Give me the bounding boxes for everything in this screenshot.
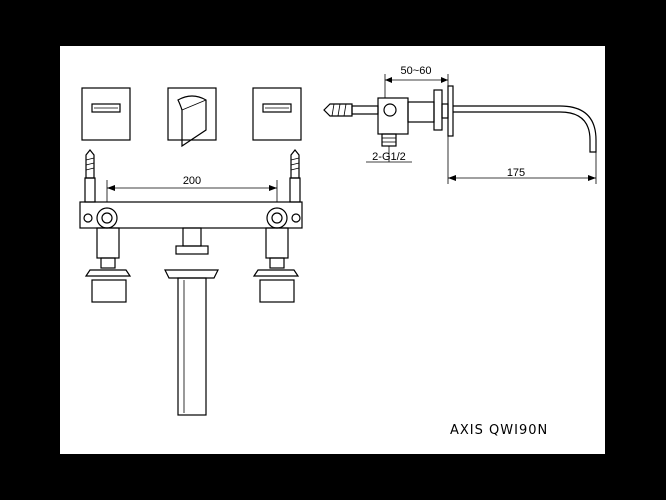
spout-plate — [167, 87, 217, 148]
depth-label: 50~60 — [401, 65, 432, 77]
depth-dimension — [384, 74, 449, 98]
right-handle-plate — [252, 87, 302, 141]
front-installation-view — [79, 149, 303, 416]
model-label: AXIS QWI90N — [450, 423, 549, 438]
reach-dimension — [447, 136, 597, 184]
spacing-label: 200 — [183, 175, 201, 187]
side-installation-view — [323, 85, 597, 153]
reach-label: 175 — [507, 167, 525, 179]
spacing-dimension — [106, 180, 278, 202]
thread-leader — [366, 146, 412, 163]
left-handle-plate — [81, 87, 131, 141]
thread-label: 2-G1/2 — [372, 151, 406, 163]
